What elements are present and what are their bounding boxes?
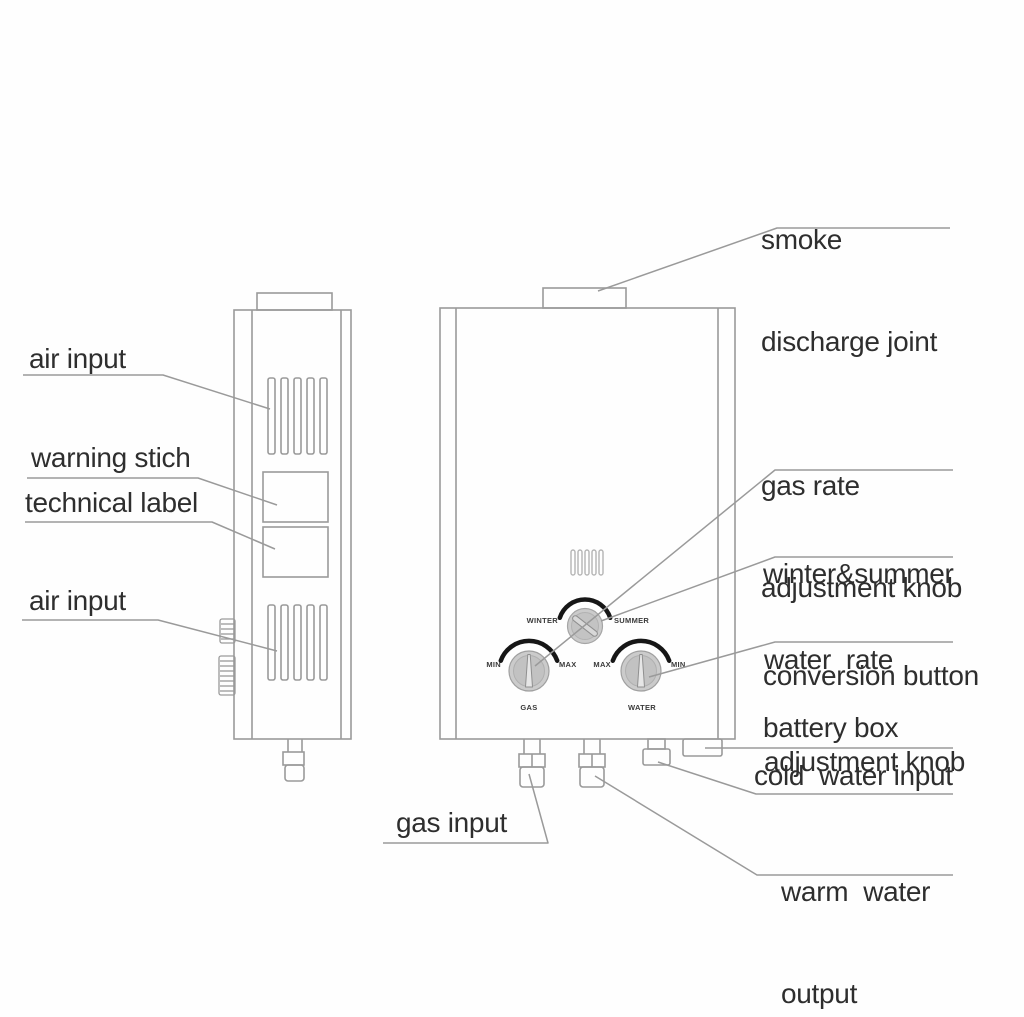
label-gas-input: gas input [396,807,507,838]
warm-water-pipe [578,739,606,788]
side-vents-bottom [267,604,328,681]
label-line: warm water [781,876,931,907]
label-line: winter&summer [763,558,954,589]
leader-warning-stich [27,477,278,506]
side-knob-upper [219,618,236,644]
gas-knob-caption: GAS [520,703,537,712]
label-winter-summer-button: winter&summer conversion button [763,489,979,761]
mode-knob: WINTER SUMMER [527,597,649,645]
gas-knob-arc [498,638,560,663]
leader-winter-summer [600,556,953,622]
water-knob-arc [610,638,672,663]
water-knob-pointer [637,654,645,688]
water-knob-caption: WATER [628,703,656,712]
side-chimney [256,292,333,311]
leader-air-input-top [23,374,271,410]
label-line: output [781,978,858,1009]
leader-smoke-discharge [597,227,950,292]
smoke-discharge-joint [542,287,627,309]
label-air-input-bottom: air input [29,585,126,616]
label-warning-stich: warning stich [31,442,191,473]
label-line: discharge joint [761,326,938,357]
gas-input-pipe [518,739,546,788]
leader-lines [22,227,953,876]
leader-technical-label [25,521,276,550]
leader-warm-water [594,775,953,876]
leader-water-rate-knob [648,641,953,678]
side-view [218,292,352,782]
side-knob-lower [218,655,236,696]
cold-water-pipe [642,738,671,766]
label-line: smoke [761,224,842,255]
side-vents-top [267,377,328,455]
leader-gas-rate-knob [534,469,953,667]
warning-stich-plate [262,471,329,523]
label-water-rate-knob: water rate adjustment knob [764,575,965,847]
label-battery-box: battery box [763,712,899,743]
label-cold-water-input: cold water input [754,760,953,791]
control-panel: WINTER SUMMER MIN MAX GAS MAX MIN [486,597,686,712]
gas-knob: MIN MAX GAS [486,638,577,712]
label-smoke-discharge-joint: smoke discharge joint [761,155,937,427]
label-line: gas rate [761,470,860,501]
label-line: conversion button [763,660,979,691]
water-knob: MAX MIN WATER [593,638,686,712]
label-line: adjustment knob [761,572,962,603]
water-knob-left-label: MAX [593,660,611,669]
leader-cold-water [657,761,953,795]
leader-gas-input [383,773,549,844]
side-body [233,309,352,740]
mode-knob-right-label: SUMMER [614,616,649,625]
label-warm-water-output: warm water output [781,807,930,1017]
gas-knob-right-label: MAX [559,660,577,669]
side-bottom-pipe [282,739,305,782]
mode-knob-left-label: WINTER [527,616,559,625]
label-line: water rate [764,644,893,675]
front-body [439,307,736,740]
mode-knob-arc [557,597,613,621]
label-technical-label: technical label [25,487,198,518]
label-gas-rate-knob: gas rate adjustment knob [761,401,962,673]
leader-air-input-bottom [22,619,278,652]
technical-label-plate [262,526,329,578]
front-grille [570,549,604,576]
gas-knob-pointer [525,654,533,688]
label-line: adjustment knob [764,746,965,777]
front-view [439,287,736,788]
gas-knob-left-label: MIN [486,660,501,669]
water-knob-right-label: MIN [671,660,686,669]
label-air-input-top: air input [29,343,126,374]
